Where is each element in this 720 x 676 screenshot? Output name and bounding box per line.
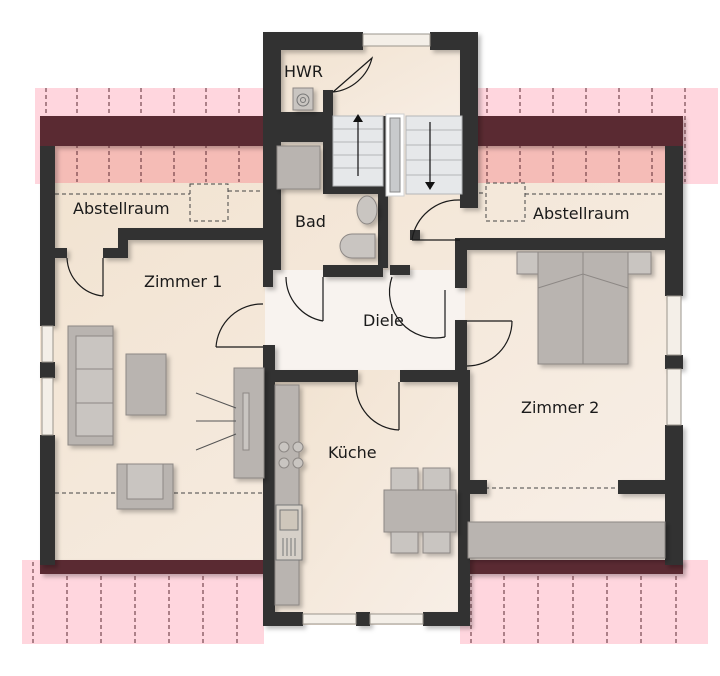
sink-icon xyxy=(275,504,303,561)
staircase xyxy=(332,113,463,197)
arrow-up-icon xyxy=(353,114,363,122)
coffee-table-icon xyxy=(125,353,167,416)
room-labels: HWR Bad Abstellraum Abstellraum Zimmer 1… xyxy=(73,62,630,462)
shower-tray-icon xyxy=(276,145,321,190)
door-hwr xyxy=(332,56,374,93)
window-zimmer1-b xyxy=(41,377,54,436)
sofa-icon xyxy=(67,325,114,446)
hob-icon xyxy=(278,441,304,469)
toilet-icon xyxy=(339,233,376,259)
arrow-down-icon xyxy=(425,182,435,190)
double-bed-icon xyxy=(516,251,652,365)
door-kueche xyxy=(355,381,400,431)
label-hwr: HWR xyxy=(284,62,323,81)
door-zimmer2 xyxy=(466,320,513,367)
door-zimmer1 xyxy=(215,303,264,348)
wardrobe-icon xyxy=(467,521,666,559)
label-diele: Diele xyxy=(363,311,404,330)
window-zimmer2-b xyxy=(666,368,682,426)
window-zimmer1-a xyxy=(41,325,54,363)
label-bad: Bad xyxy=(295,212,326,231)
label-abstellraum-right: Abstellraum xyxy=(533,204,630,223)
tv-cabinet-icon xyxy=(233,367,265,479)
label-zimmer1: Zimmer 1 xyxy=(144,272,222,291)
label-abstellraum-left: Abstellraum xyxy=(73,199,170,218)
windows xyxy=(41,33,682,625)
roof-inner-tint xyxy=(55,145,665,183)
label-kueche: Küche xyxy=(328,443,377,462)
window-hwr xyxy=(362,33,431,47)
door-zimmer1-abstell xyxy=(66,257,104,297)
door-diele-right xyxy=(388,276,446,339)
label-zimmer2: Zimmer 2 xyxy=(521,398,599,417)
door-bad xyxy=(285,276,324,322)
washbasin-icon xyxy=(356,195,378,225)
washing-machine-icon xyxy=(292,87,314,111)
kitchen-counter-icon xyxy=(274,384,300,606)
rafter-lines xyxy=(32,88,686,644)
door-abstell-right xyxy=(411,199,461,241)
furniture xyxy=(67,87,666,606)
window-zimmer2-a xyxy=(666,295,682,356)
window-kueche-b xyxy=(369,613,424,625)
window-kueche-a xyxy=(302,613,357,625)
doors xyxy=(66,56,513,431)
tv-view-lines xyxy=(195,392,237,451)
dining-table-icon xyxy=(383,467,457,554)
armchair-icon xyxy=(116,463,174,510)
